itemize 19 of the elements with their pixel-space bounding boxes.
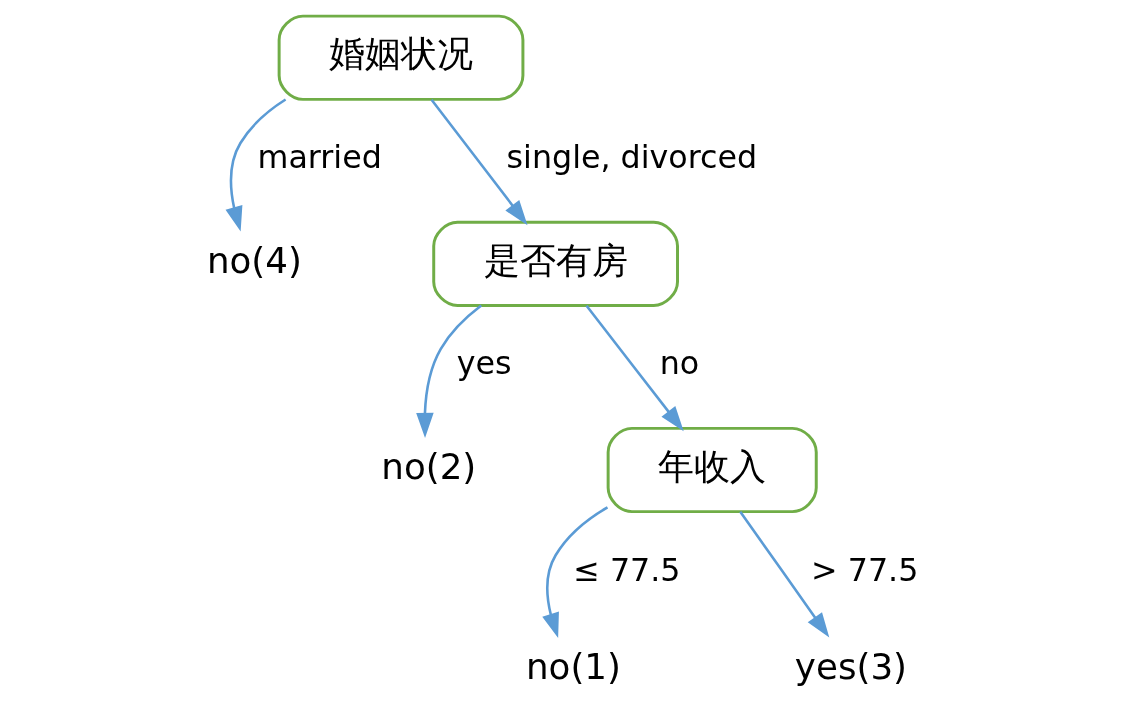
arrow (585, 305, 684, 432)
edge-label: no (659, 345, 699, 382)
node-text: yes(3) (794, 645, 907, 687)
edge-label: > 77.5 (810, 551, 918, 588)
edge-label: yes (456, 345, 512, 382)
node-text: no(4) (206, 239, 302, 281)
arrow (738, 510, 829, 638)
edge-label: ≤ 77.5 (572, 551, 680, 588)
edge-label: married (257, 139, 382, 176)
node-text: no(2) (380, 445, 476, 487)
edge-label: single, divorced (506, 139, 757, 176)
node-box: 年收入 (606, 426, 818, 514)
node-box: 婚姻状况 (277, 14, 524, 101)
arrow (225, 98, 286, 232)
arrow (415, 304, 482, 438)
arrow (541, 506, 608, 639)
node-box: 是否有房 (431, 220, 679, 307)
node-text: no(1) (525, 645, 621, 687)
arrow (430, 98, 527, 226)
